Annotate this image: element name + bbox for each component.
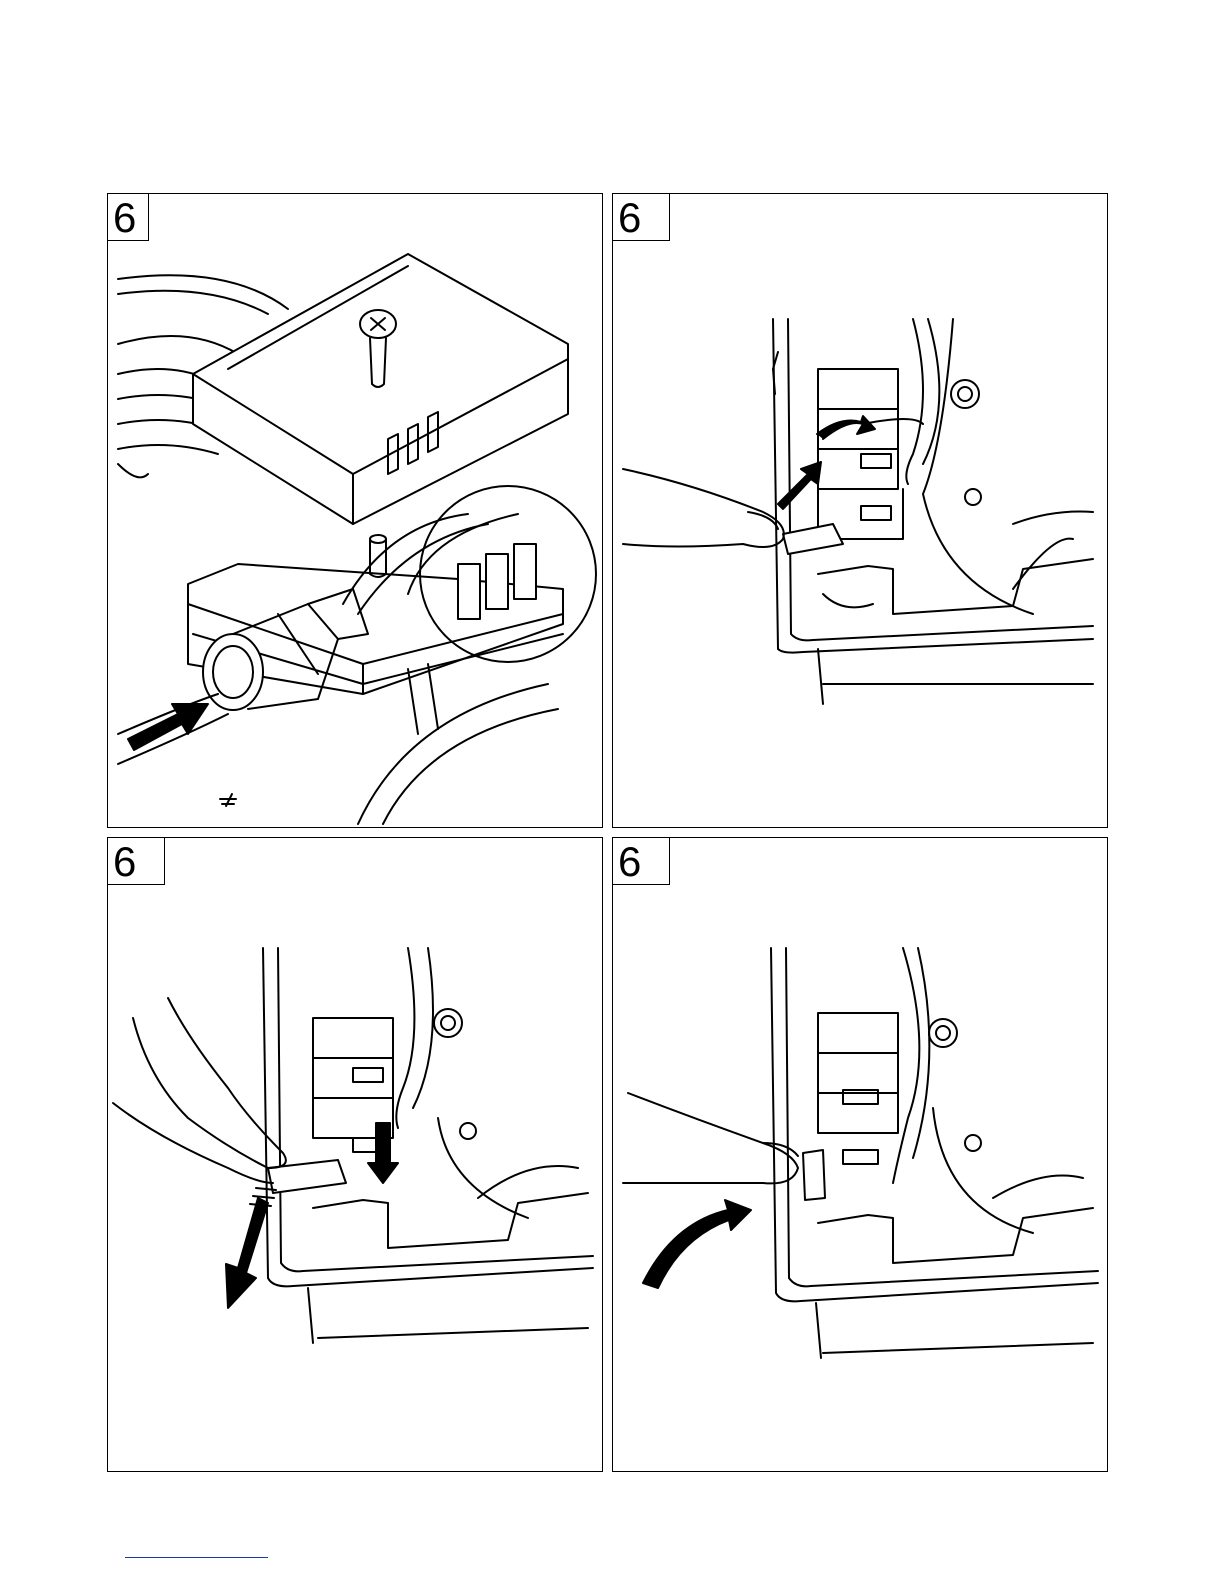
illustration-panel-2: 6 <box>612 193 1108 828</box>
cable-connection-illustration <box>108 194 602 827</box>
illustration-panel-1: 6 <box>107 193 603 828</box>
step-number: 6 <box>613 194 670 241</box>
step-number: 6 <box>108 194 149 241</box>
wire-insert-illustration <box>108 838 602 1471</box>
illustration-panel-4: 6 <box>612 837 1108 1472</box>
step-number: 6 <box>108 838 165 885</box>
lever-release-illustration <box>613 194 1107 827</box>
step-number: 6 <box>613 838 670 885</box>
illustration-panel-3: 6 <box>107 837 603 1472</box>
lever-close-illustration <box>613 838 1107 1471</box>
footer-rule <box>125 1557 268 1558</box>
